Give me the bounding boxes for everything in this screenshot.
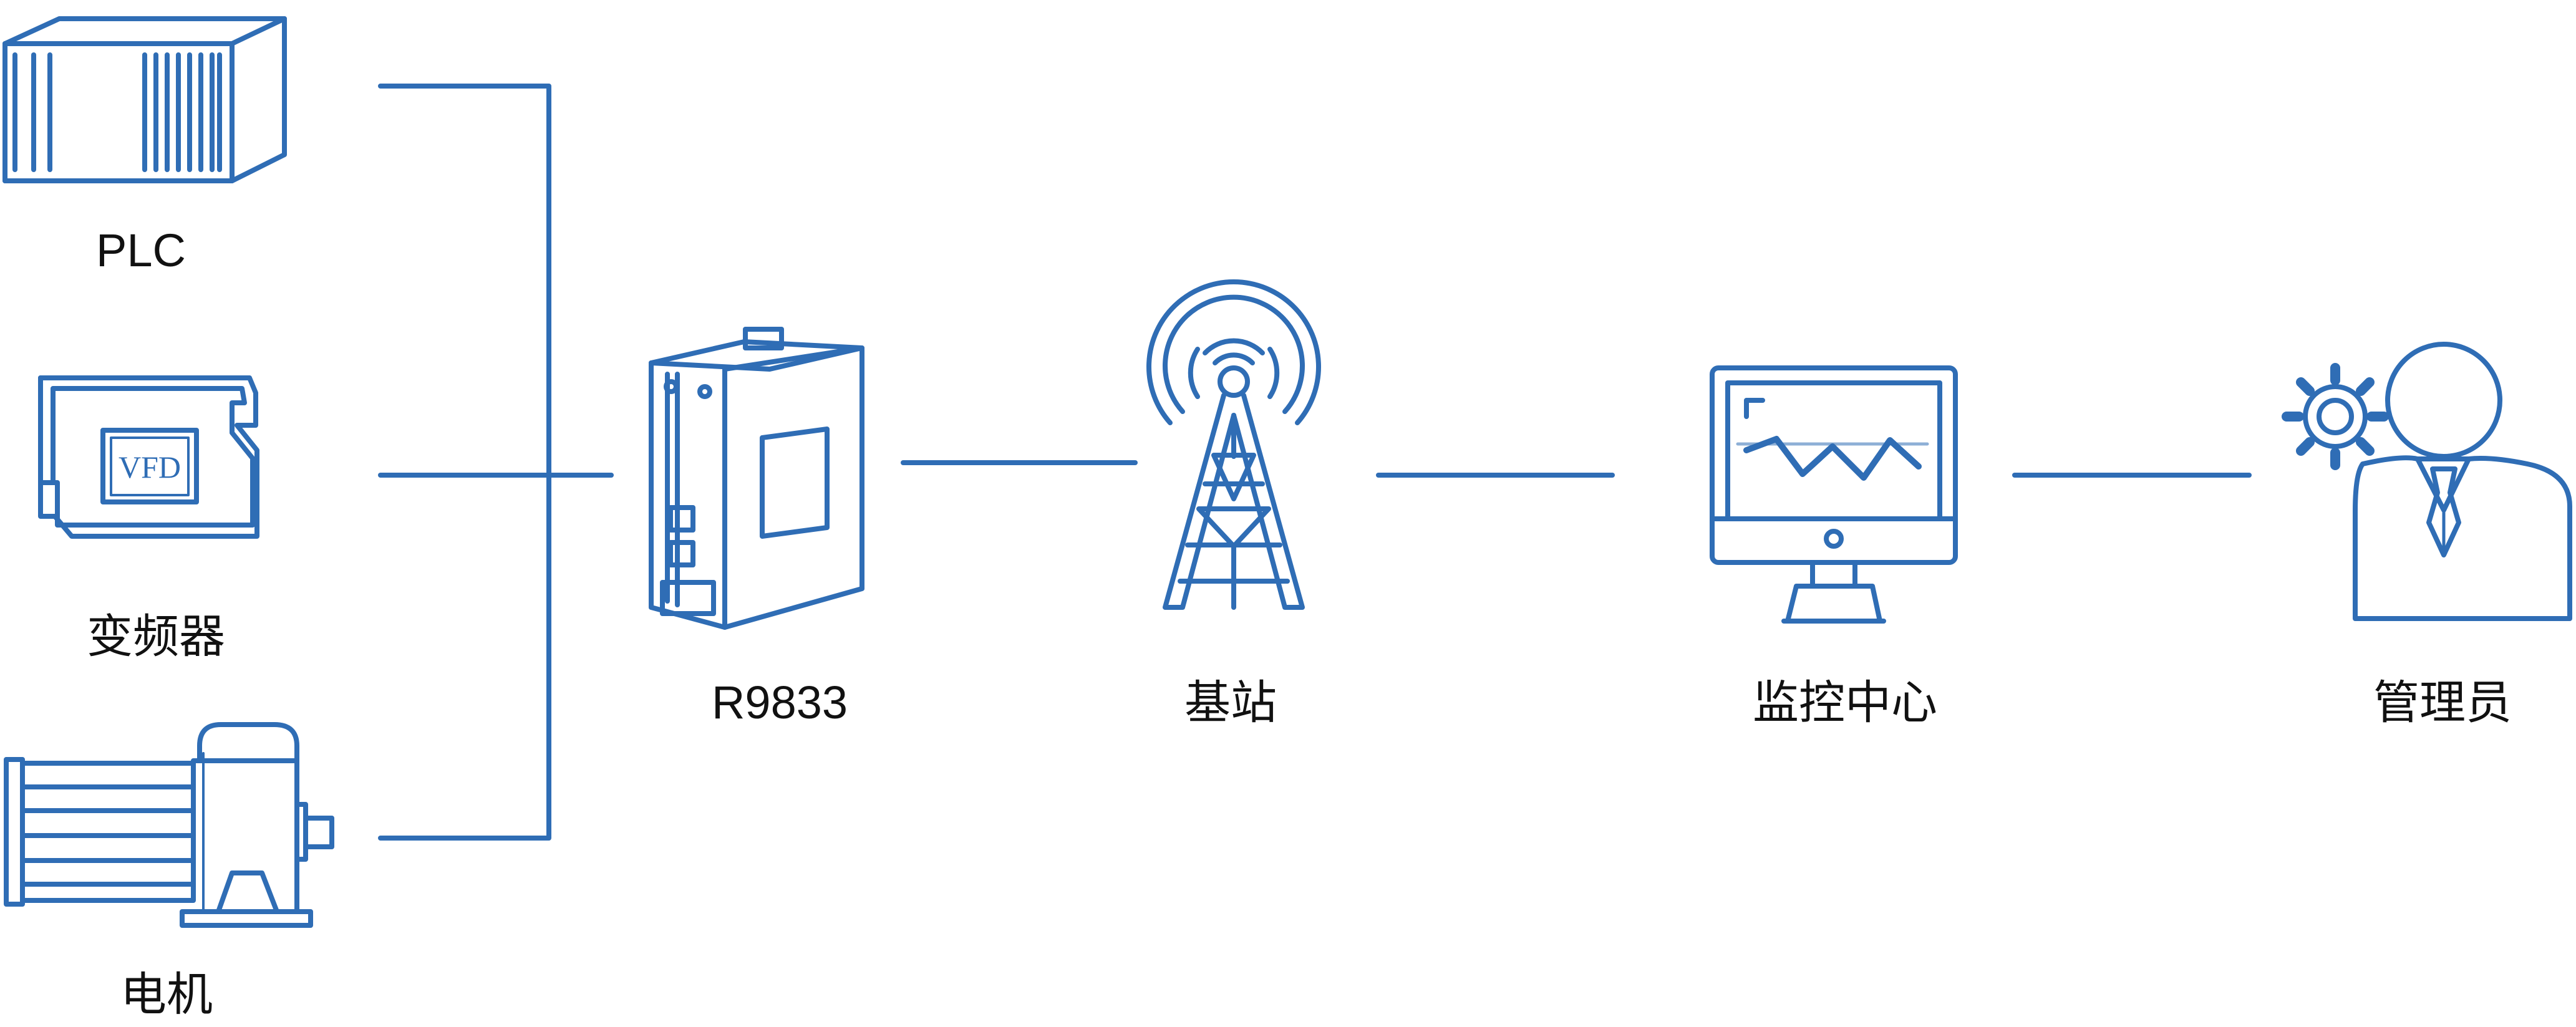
device-bus-connector [378,84,614,841]
plc-rack-icon [2,16,287,183]
base-station-label: 基站 [1184,677,1277,728]
motor-label: 电机 [120,968,213,1020]
tower-icon [1146,279,1321,610]
motor-icon [4,722,334,928]
admin-user-icon [2282,342,2572,621]
gateway-label: R9833 [712,677,848,728]
vfd-icon [38,375,259,539]
plc-label: PLC [96,224,186,276]
monitoring-center-label: 监控中心 [1753,677,1937,728]
router-icon [649,327,864,630]
administrator-label: 管理员 [2373,677,2512,728]
vfd-badge: VFD [119,450,181,485]
monitor-icon [1710,365,1958,624]
vfd-label: 变频器 [87,610,225,662]
